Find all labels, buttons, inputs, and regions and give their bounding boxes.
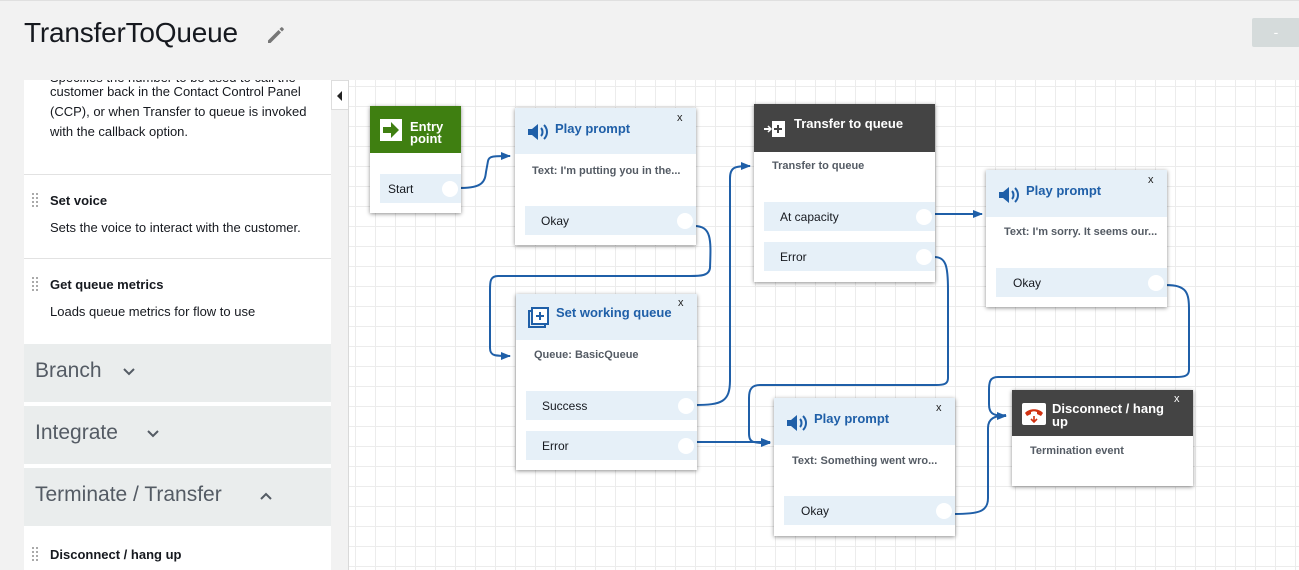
block-title: Play prompt — [555, 121, 631, 136]
arrow-right-icon — [380, 119, 402, 141]
block-detail: Queue: BasicQueue — [534, 349, 639, 361]
speaker-icon — [999, 187, 1019, 203]
block-set-working-queue[interactable]: Set working queue x Queue: BasicQueue Su… — [516, 294, 697, 470]
palette-item-desc: Sets the voice to interact with the cust… — [50, 220, 301, 235]
header: TransferToQueue - — [0, 0, 1299, 80]
block-header: Play prompt x — [515, 108, 696, 154]
block-title: Disconnect / hang — [1052, 401, 1164, 416]
close-icon[interactable]: x — [1174, 393, 1180, 405]
block-detail: Text: I'm sorry. It seems our... — [1004, 226, 1158, 238]
pencil-icon[interactable] — [264, 23, 288, 47]
block-title: Transfer to queue — [794, 116, 904, 131]
block-disconnect[interactable]: Disconnect / hang up x Termination event — [1012, 390, 1193, 486]
output-port[interactable] — [1148, 275, 1164, 291]
block-description-partial: Specifies the number to be used to call … — [50, 80, 320, 142]
palette-item-name: Set voice — [50, 193, 108, 208]
palette-item-desc: Loads queue metrics for flow to use — [50, 304, 256, 319]
group-label: Integrate — [35, 421, 118, 444]
palette-item-disconnect[interactable]: Disconnect / hang up — [24, 528, 331, 570]
group-label: Terminate / Transfer — [35, 483, 222, 506]
block-title: Set working queue — [556, 305, 672, 320]
output-port[interactable] — [916, 209, 932, 225]
block-header: Play prompt x — [986, 170, 1167, 217]
output-port[interactable] — [678, 438, 694, 454]
block-play-prompt-1[interactable]: Play prompt x Text: I'm putting you in t… — [515, 108, 696, 245]
output-port[interactable] — [442, 181, 458, 197]
close-icon[interactable]: x — [936, 402, 942, 414]
caret-left-icon — [337, 91, 342, 101]
branch-okay: Okay — [525, 206, 696, 235]
close-icon[interactable]: x — [678, 297, 684, 309]
block-detail: Text: Something went wro... — [792, 455, 938, 467]
block-transfer-to-queue[interactable]: Transfer to queue Transfer to queue At c… — [754, 104, 935, 282]
branch-label: Okay — [801, 504, 830, 518]
transfer-icon — [764, 121, 785, 137]
block-detail: Termination event — [1030, 445, 1124, 457]
palette-item-name: Disconnect / hang up — [50, 547, 182, 562]
output-port[interactable] — [678, 398, 694, 414]
queue-add-icon — [528, 307, 549, 328]
chevron-up-icon — [260, 492, 272, 500]
phone-hangup-icon — [1022, 403, 1046, 425]
drag-handle-icon[interactable] — [32, 193, 40, 209]
close-icon[interactable]: x — [677, 112, 683, 124]
top-right-button[interactable]: - — [1252, 18, 1299, 47]
branch-start: Start — [380, 174, 461, 203]
group-branch[interactable]: Branch — [24, 342, 331, 402]
group-terminate-transfer[interactable]: Terminate / Transfer — [24, 466, 331, 526]
block-title: up — [1052, 414, 1068, 429]
block-header: Transfer to queue — [754, 104, 935, 152]
drag-handle-icon[interactable] — [32, 547, 40, 563]
block-entry-point[interactable]: Entry point Start — [370, 106, 461, 213]
block-detail: Transfer to queue — [772, 160, 865, 172]
block-header: Entry point — [370, 106, 461, 153]
block-header: Play prompt x — [774, 398, 955, 445]
branch-success: Success — [526, 391, 697, 420]
collapse-sidebar-button[interactable] — [331, 80, 349, 110]
block-play-prompt-3[interactable]: Play prompt x Text: Something went wro..… — [774, 398, 955, 536]
close-icon[interactable]: x — [1148, 174, 1154, 186]
drag-handle-icon[interactable] — [32, 277, 40, 293]
branch-error: Error — [526, 431, 697, 460]
branch-label: Error — [780, 250, 807, 264]
output-port[interactable] — [936, 503, 952, 519]
block-detail: Text: I'm putting you in the... — [532, 165, 681, 177]
block-title: Play prompt — [814, 411, 890, 426]
block-header: Set working queue x — [516, 294, 697, 340]
block-title: point — [410, 131, 442, 146]
chevron-down-icon — [147, 430, 159, 438]
group-label: Branch — [35, 359, 102, 382]
group-integrate[interactable]: Integrate — [24, 404, 331, 464]
branch-label: Error — [542, 439, 569, 453]
block-description-text: customer back in the Contact Control Pan… — [50, 84, 307, 139]
palette-item-get-queue-metrics[interactable]: Get queue metrics Loads queue metrics fo… — [24, 258, 331, 342]
branch-label: At capacity — [780, 210, 839, 224]
branch-error: Error — [764, 242, 935, 271]
palette-item-set-voice[interactable]: Set voice Sets the voice to interact wit… — [24, 174, 331, 258]
block-description-cut: Specifies the number to be used to call … — [50, 80, 296, 88]
branch-label: Start — [388, 182, 414, 196]
block-title: Play prompt — [1026, 183, 1102, 198]
flow-title: TransferToQueue — [24, 17, 238, 48]
branch-okay: Okay — [784, 496, 955, 525]
branch-label: Okay — [541, 214, 570, 228]
branch-label: Okay — [1013, 276, 1042, 290]
block-header: Disconnect / hang up x — [1012, 390, 1193, 436]
block-title: Entry — [410, 119, 444, 134]
branch-okay: Okay — [996, 268, 1167, 297]
branch-label: Success — [542, 399, 588, 413]
sidebar-divider — [348, 80, 349, 570]
branch-at-capacity: At capacity — [764, 202, 935, 231]
speaker-icon — [528, 124, 548, 140]
output-port[interactable] — [916, 249, 932, 265]
chevron-down-icon — [123, 368, 135, 376]
speaker-icon — [787, 415, 807, 431]
block-play-prompt-2[interactable]: Play prompt x Text: I'm sorry. It seems … — [986, 170, 1167, 307]
palette-item-name: Get queue metrics — [50, 277, 164, 292]
output-port[interactable] — [677, 213, 693, 229]
block-palette: Specifies the number to be used to call … — [24, 80, 331, 570]
